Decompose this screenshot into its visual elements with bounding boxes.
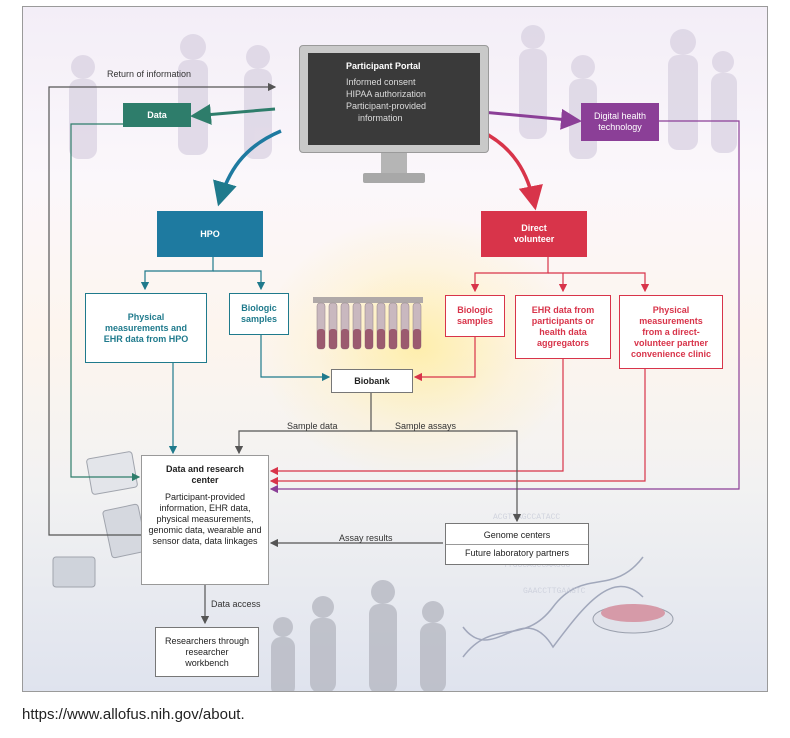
portal-item-information: information xyxy=(358,113,403,123)
return-of-information-label: Return of information xyxy=(107,69,192,79)
monitor-bezel: Participant Portal Informed consent HIPA… xyxy=(299,45,489,153)
participant-portal-monitor: Participant Portal Informed consent HIPA… xyxy=(299,45,489,189)
portal-screen: Participant Portal Informed consent HIPA… xyxy=(308,53,480,145)
devices-illustration xyxy=(52,451,148,588)
genome-centers-box: Genome centers Future laboratory partner… xyxy=(445,523,589,565)
digital-health-box: Digital health technology xyxy=(581,103,659,141)
sample-tubes-illustration xyxy=(313,297,423,350)
dv-ehr-data-box: EHR data from participants or health dat… xyxy=(515,295,611,359)
dv-biologic-samples-box: Biologic samples xyxy=(445,295,505,337)
hpo-physical-measurements-box: Physical measurements and EHR data from … xyxy=(85,293,207,363)
svg-text:GAACCTTGAAGTC: GAACCTTGAAGTC xyxy=(523,587,586,596)
portal-title: Participant Portal xyxy=(346,61,421,71)
data-research-center-box: Data and research center Participant-pro… xyxy=(141,455,269,585)
future-lab-partners-label: Future laboratory partners xyxy=(464,547,570,558)
background-illustration: ACGTTAGCCATACC TTGGCAGCCAAGGG GAACCTTGAA… xyxy=(52,25,737,691)
researchers-box: Researchers through researcher workbench xyxy=(155,627,259,677)
dna-helix-illustration xyxy=(462,556,644,658)
monitor-stand xyxy=(381,153,407,175)
svg-text:ACGTTAGCCATACC: ACGTTAGCCATACC xyxy=(493,513,560,522)
portal-item-hipaa: HIPAA authorization xyxy=(346,89,426,99)
data-center-title: Data and research center xyxy=(165,464,245,485)
data-box: Data xyxy=(123,103,191,127)
sample-assays-label: Sample assays xyxy=(395,421,457,431)
flow-connectors xyxy=(48,82,740,625)
sample-data-label: Sample data xyxy=(287,421,338,431)
biobank-box: Biobank xyxy=(331,369,413,393)
genome-centers-label: Genome centers xyxy=(446,530,588,545)
portal-item-provided: Participant-provided xyxy=(346,101,427,111)
dv-physical-measurements-box: Physical measurements from a direct-volu… xyxy=(619,295,723,369)
data-access-label: Data access xyxy=(211,599,261,609)
data-center-body: Participant-provided information, EHR da… xyxy=(148,492,262,546)
portal-item-consent: Informed consent xyxy=(346,77,416,87)
source-url[interactable]: https://www.allofus.nih.gov/about. xyxy=(22,706,245,723)
direct-volunteer-box: Direct volunteer xyxy=(481,211,587,257)
hpo-biologic-samples-box: Biologic samples xyxy=(229,293,289,335)
hpo-box: HPO xyxy=(157,211,263,257)
monitor-base xyxy=(363,173,425,183)
diagram-frame: ACGTTAGCCATACC TTGGCAGCCAAGGG GAACCTTGAA… xyxy=(22,6,768,692)
petri-dish-illustration xyxy=(592,604,674,634)
assay-results-label: Assay results xyxy=(339,533,393,543)
svg-text:TTGGCAGCCAAGGG: TTGGCAGCCAAGGG xyxy=(503,561,570,570)
